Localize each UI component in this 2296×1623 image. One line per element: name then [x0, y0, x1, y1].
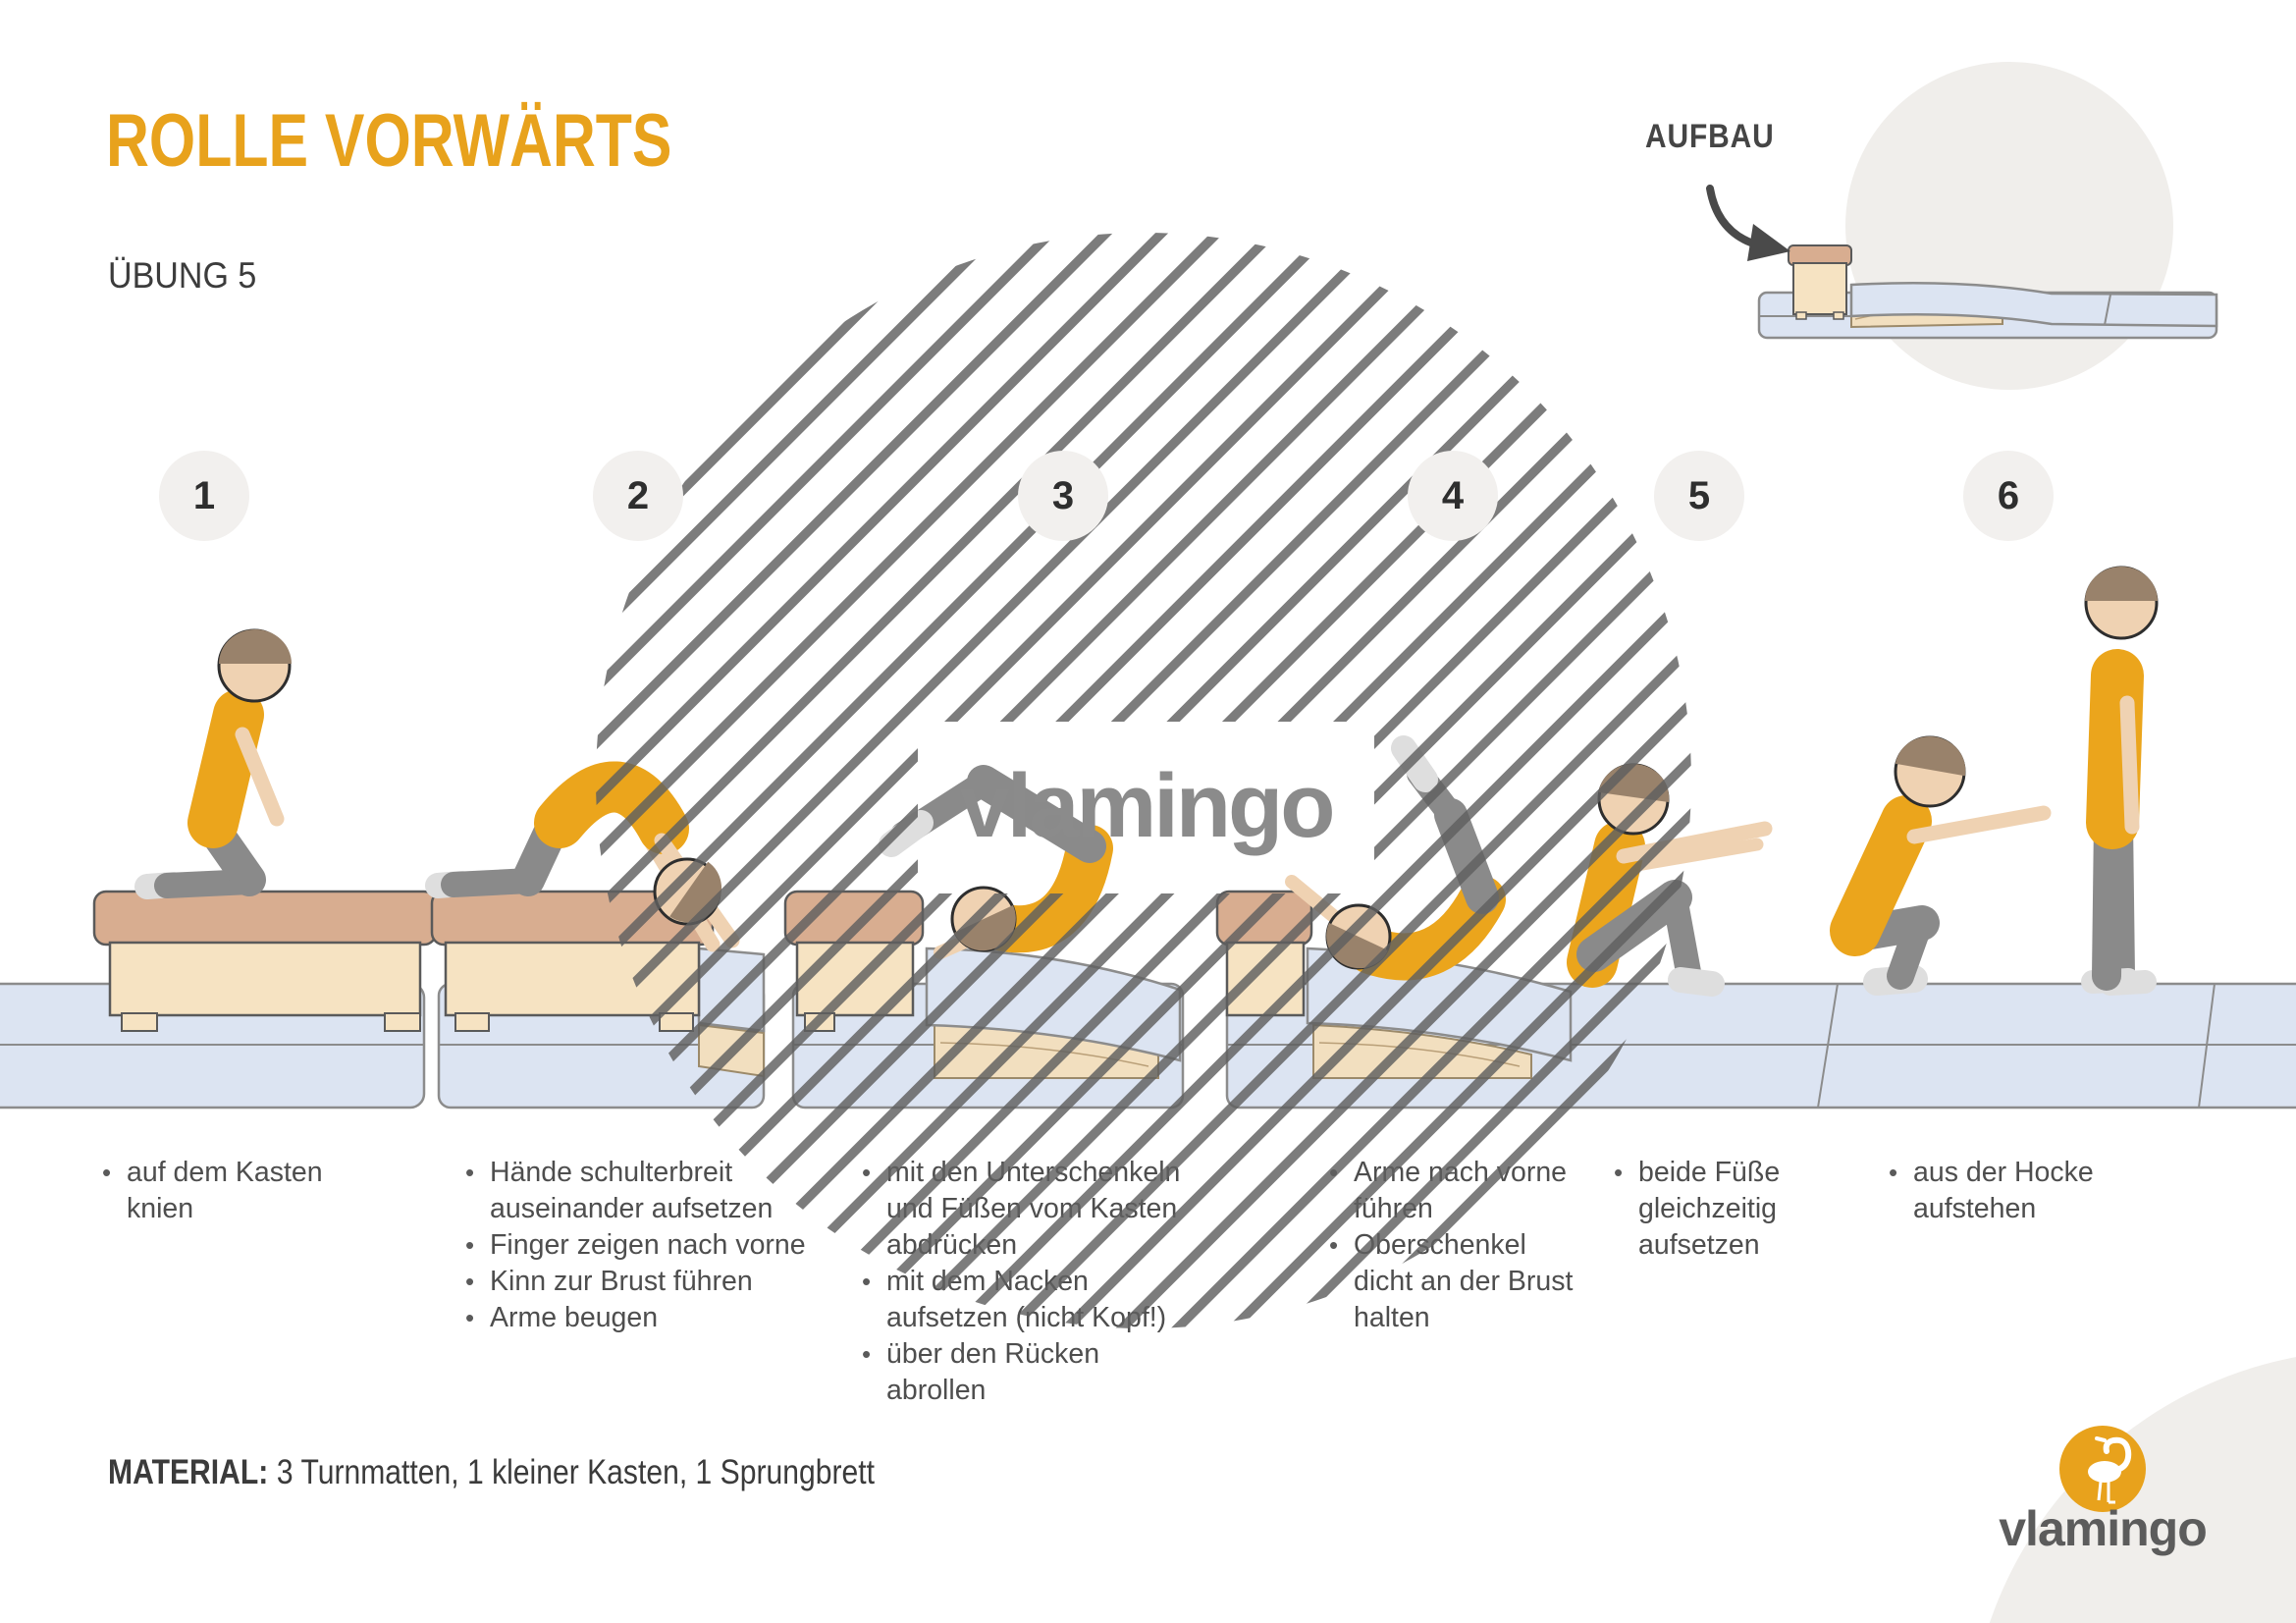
step-number-4: 4: [1408, 451, 1498, 541]
step-bullet: Hände schulterbreit auseinander aufsetze…: [463, 1155, 812, 1227]
figure-step-6-standing: [2081, 566, 2159, 996]
flamingo-icon: [2088, 1436, 2132, 1504]
step-bullet: Oberschenkel dicht an der Brust halten: [1327, 1227, 1577, 1336]
step-number-3: 3: [1018, 451, 1108, 541]
step-number-6: 6: [1963, 451, 2054, 541]
step-bullet: Arme nach vorne führen: [1327, 1155, 1577, 1227]
watermark-text: vlamingo: [959, 756, 1336, 856]
step-number-5: 5: [1654, 451, 1744, 541]
step-bullet: Arme beugen: [463, 1300, 812, 1336]
step-bullet: mit dem Nacken aufsetzen (nicht Kopf!): [860, 1264, 1203, 1336]
step-instructions-3: mit den Unterschenkeln und Füßen vom Kas…: [860, 1155, 1203, 1409]
brand-logo-text: vlamingo: [1999, 1501, 2207, 1556]
step-bullet: aus der Hocke aufstehen: [1887, 1155, 2108, 1227]
material-label: MATERIAL:: [108, 1453, 269, 1491]
aufbau-diagram: [1706, 62, 2218, 390]
step-instructions-6: aus der Hocke aufstehen: [1887, 1155, 2108, 1227]
step-bullet: beide Füße gleichzeitig aufsetzen: [1612, 1155, 1793, 1264]
step-bullet: mit den Unterschenkeln und Füßen vom Kas…: [860, 1155, 1203, 1264]
step-instructions-1: auf dem Kasten knien: [100, 1155, 331, 1227]
brand-logo-badge: [2059, 1426, 2146, 1512]
figure-step-6-squat: [1830, 735, 2052, 996]
scene-step-1: [0, 628, 438, 1109]
scene-step-2: [425, 761, 766, 1109]
aufbau-label: AUFBAU: [1645, 118, 1775, 155]
scene-steps-4-6: [1215, 566, 2296, 1109]
step-bullet: Kinn zur Brust führen: [463, 1264, 812, 1300]
step-bullet: auf dem Kasten knien: [100, 1155, 331, 1227]
step-number-1: 1: [159, 451, 249, 541]
step-instructions-2: Hände schulterbreit auseinander aufsetze…: [463, 1155, 812, 1336]
step-bullet: Finger zeigen nach vorne: [463, 1227, 812, 1264]
step-bullet: über den Rücken abrollen: [860, 1336, 1203, 1409]
figure-step-5-seated-tuck: [1567, 763, 1773, 997]
step-number-2: 2: [593, 451, 683, 541]
page-title: ROLLE VORWÄRTS: [106, 99, 672, 183]
step-instructions-4: Arme nach vorne führenOberschenkel dicht…: [1327, 1155, 1577, 1336]
figure-step-1-kneeling: [134, 628, 292, 899]
material-items: 3 Turnmatten, 1 kleiner Kasten, 1 Sprung…: [276, 1453, 875, 1491]
material-line: MATERIAL:3 Turnmatten, 1 kleiner Kasten,…: [108, 1453, 875, 1492]
exercise-number: ÜBUNG 5: [108, 255, 257, 296]
step-instructions-5: beide Füße gleichzeitig aufsetzen: [1612, 1155, 1793, 1264]
